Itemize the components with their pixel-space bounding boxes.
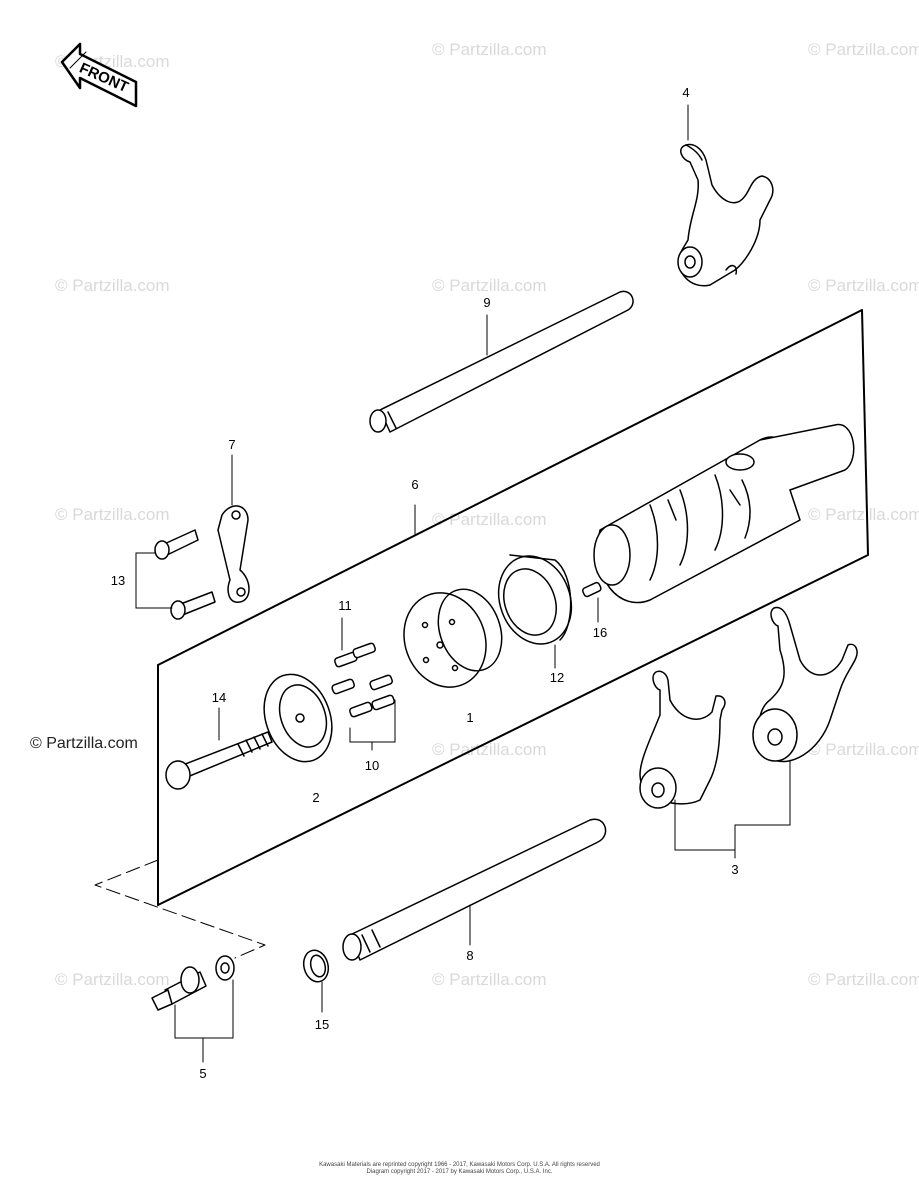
callout-7: 7 bbox=[228, 437, 235, 452]
shaft-9 bbox=[369, 290, 634, 433]
copyright-line-1: Kawasaki Materials are reprinted copyrig… bbox=[319, 1162, 600, 1168]
callout-12: 12 bbox=[550, 670, 564, 685]
watermark: © Partzilla.com bbox=[55, 505, 170, 524]
shift-drum-1 bbox=[593, 424, 855, 604]
watermark: © Partzilla.com bbox=[808, 970, 919, 989]
pins-10 bbox=[331, 674, 395, 718]
callout-5: 5 bbox=[199, 1066, 206, 1081]
callout-14: 14 bbox=[212, 690, 226, 705]
watermark: © Partzilla.com bbox=[432, 510, 547, 529]
switch-5 bbox=[151, 955, 235, 1011]
bolt-13-upper bbox=[154, 529, 199, 560]
callout-3: 3 bbox=[731, 862, 738, 877]
callout-11: 11 bbox=[338, 598, 352, 613]
copyright-line-2: Diagram copyright 2017 - 2017 by Kawasak… bbox=[366, 1169, 553, 1175]
watermark-dark: © Partzilla.com bbox=[30, 735, 138, 752]
watermark: © Partzilla.com bbox=[55, 970, 170, 989]
watermark: © Partzilla.com bbox=[432, 276, 547, 295]
bolt-14 bbox=[165, 731, 273, 790]
callout-2: 2 bbox=[312, 790, 319, 805]
pin-16 bbox=[581, 581, 602, 598]
bearing-12 bbox=[497, 554, 573, 645]
bracket-7 bbox=[217, 505, 250, 603]
watermark: © Partzilla.com bbox=[432, 970, 547, 989]
shift-fork-4 bbox=[677, 143, 774, 287]
callout-6: 6 bbox=[411, 477, 418, 492]
watermark: © Partzilla.com bbox=[808, 40, 919, 59]
bolt-13-lower bbox=[170, 591, 216, 620]
callout-8: 8 bbox=[466, 948, 473, 963]
watermark: © Partzilla.com bbox=[808, 505, 919, 524]
pins-11 bbox=[334, 642, 376, 668]
front-arrow-icon bbox=[60, 42, 138, 108]
watermark: © Partzilla.com bbox=[432, 740, 547, 759]
watermark: © Partzilla.com bbox=[432, 40, 547, 59]
leader-lines bbox=[135, 104, 791, 1063]
watermark: © Partzilla.com bbox=[808, 276, 919, 295]
callout-4: 4 bbox=[682, 85, 689, 100]
callout-16: 16 bbox=[593, 625, 607, 640]
callout-10: 10 bbox=[365, 758, 379, 773]
pin-holder bbox=[403, 588, 503, 688]
plate-2 bbox=[263, 673, 333, 763]
callout-9: 9 bbox=[483, 295, 490, 310]
watermark: © Partzilla.com bbox=[808, 740, 919, 759]
shift-fork-3-left bbox=[639, 670, 726, 809]
shaft-8 bbox=[342, 818, 607, 961]
watermark: © Partzilla.com bbox=[55, 276, 170, 295]
callout-1: 1 bbox=[466, 710, 473, 725]
callout-13: 13 bbox=[111, 573, 125, 588]
copyright-notice: Kawasaki Materials are reprinted copyrig… bbox=[0, 1162, 919, 1176]
callout-15: 15 bbox=[315, 1017, 329, 1032]
circlip-15 bbox=[302, 949, 330, 983]
shift-fork-3-right bbox=[752, 606, 858, 763]
